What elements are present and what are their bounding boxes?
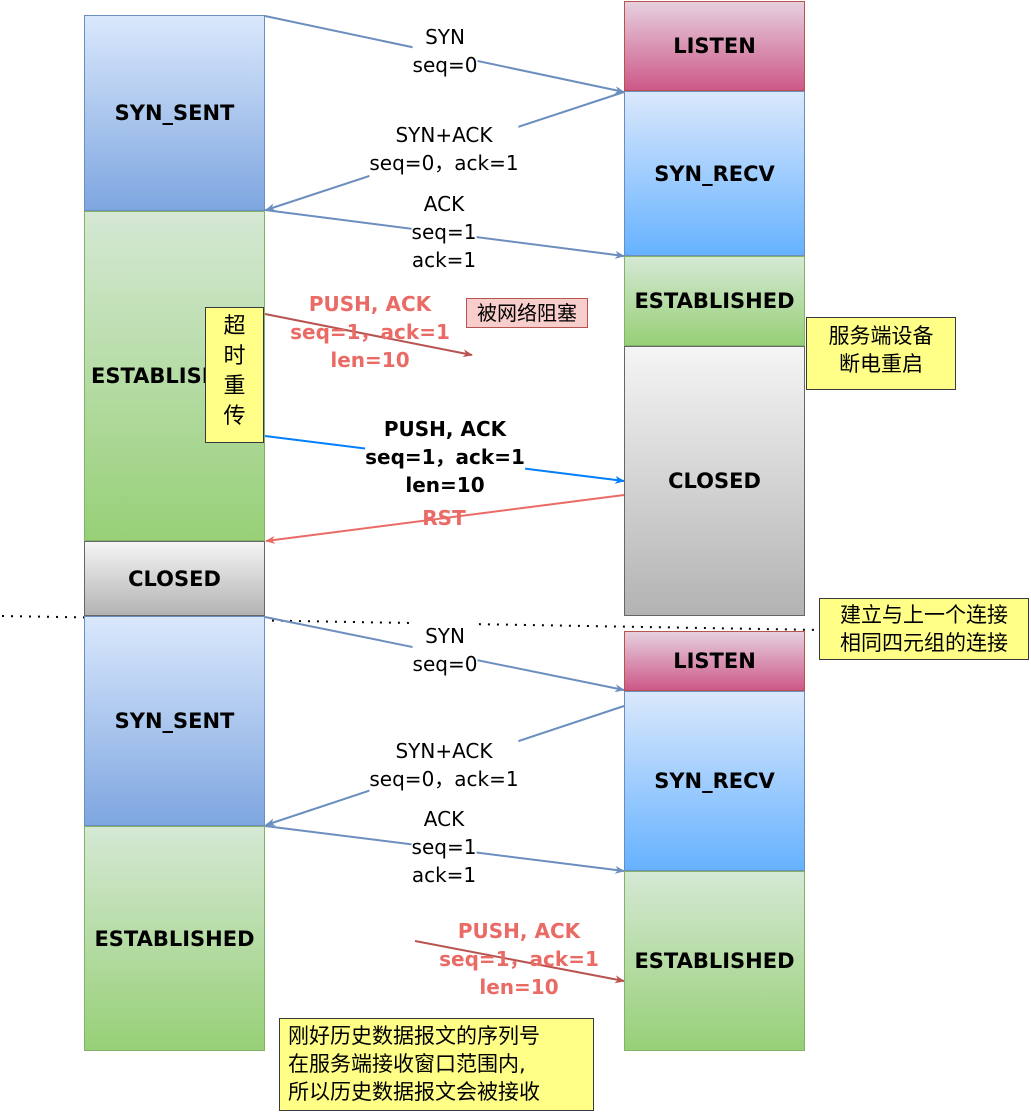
- note-timeout-retrans: 超时重传: [205, 307, 264, 443]
- server-state-listen-1: LISTEN: [624, 1, 805, 91]
- server-state-established-2: ESTABLISHED: [624, 871, 805, 1051]
- server-state-syn-recv-2: SYN_RECV: [624, 691, 805, 871]
- client-state-established-2: ESTABLISHED: [84, 826, 265, 1051]
- client-state-syn-sent-2: SYN_SENT: [84, 616, 265, 826]
- note-new-connection: 建立与上一个连接相同四元组的连接: [819, 598, 1029, 660]
- note-blocked: 被网络阻塞: [466, 298, 588, 328]
- note-server-reboot: 服务端设备断电重启: [806, 317, 956, 390]
- server-state-established-1: ESTABLISHED: [624, 256, 805, 346]
- client-state-syn-sent-1: SYN_SENT: [84, 15, 265, 211]
- server-state-syn-recv-1: SYN_RECV: [624, 91, 805, 256]
- arrow-push-blocked: [264, 313, 473, 358]
- client-state-closed: CLOSED: [84, 541, 265, 616]
- note-history-accepted: 刚好历史数据报文的序列号在服务端接收窗口范围内,所以历史数据报文会被接收: [279, 1018, 594, 1111]
- server-state-closed: CLOSED: [624, 346, 805, 616]
- arrow-push-history: [414, 940, 625, 984]
- arrow-rst: [265, 494, 625, 544]
- server-state-listen-2: LISTEN: [624, 631, 805, 691]
- label-rst: RST: [422, 506, 466, 530]
